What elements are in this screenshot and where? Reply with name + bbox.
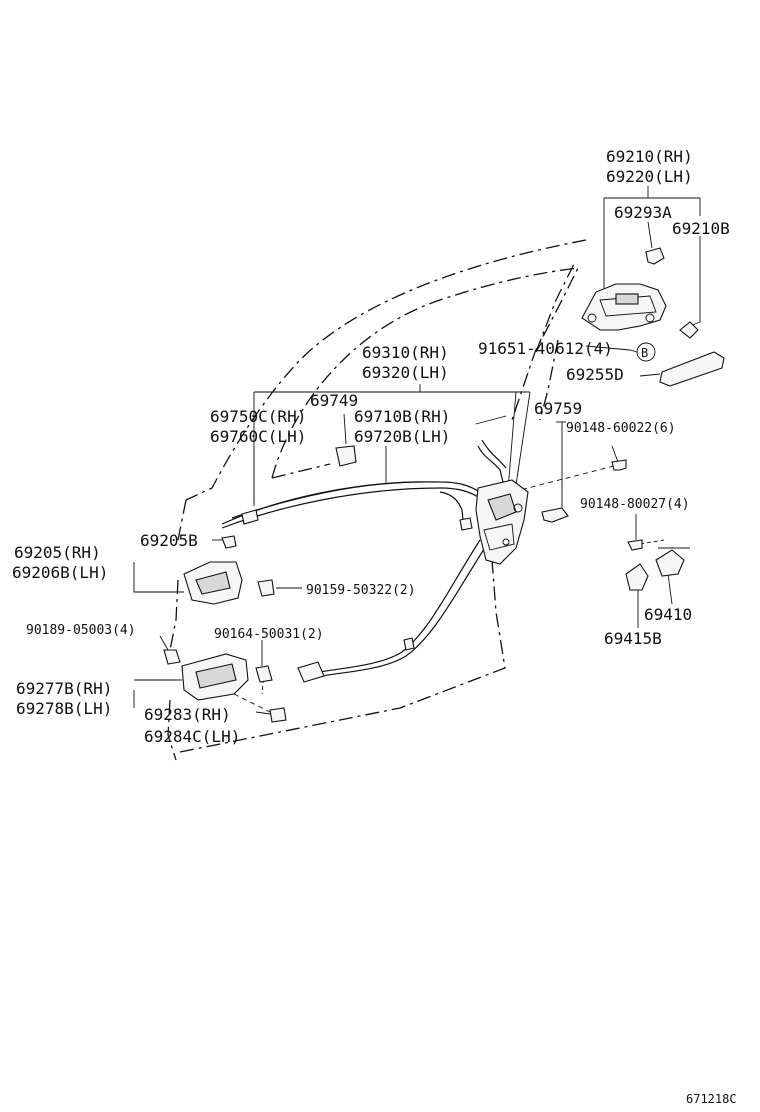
label-69283rh: 69283(RH): [144, 705, 231, 724]
label-69710brh: 69710B(RH): [354, 407, 450, 426]
cable-clip: [403, 637, 415, 651]
label-69210rh: 69210(RH): [606, 147, 693, 166]
parts: [163, 247, 725, 723]
door-outline: [167, 239, 587, 761]
label-69278blh: 69278B(LH): [16, 699, 112, 718]
cables: [221, 439, 507, 677]
label-90148-60022: 90148-60022(6): [566, 421, 676, 436]
label-90159: 90159-50322(2): [306, 583, 416, 598]
screw-90159: [257, 579, 275, 597]
outside-handle: [581, 283, 667, 331]
lock-part-69410: [655, 549, 685, 577]
inside-handle-bezel: [181, 653, 249, 701]
lock-part-69415b: [625, 563, 649, 591]
screw-90148-60022: [611, 459, 627, 471]
label-69293a: 69293A: [614, 203, 672, 222]
handle-clip-69205b: [221, 535, 237, 549]
cable-clip-upper: [241, 509, 259, 525]
label-marker-b: B: [641, 346, 648, 360]
label-69415b: 69415B: [604, 629, 662, 648]
screw-90164: [255, 665, 273, 683]
label-69410: 69410: [644, 605, 692, 624]
label-69277brh: 69277B(RH): [16, 679, 112, 698]
label-69320lh: 69320(LH): [362, 363, 449, 382]
label-69760clh: 69760C(LH): [210, 427, 306, 446]
clip-90189: [163, 649, 181, 665]
door-striker: [541, 507, 569, 523]
label-69720blh: 69720B(LH): [354, 427, 450, 446]
label-91651: 91651-40612(4): [478, 339, 613, 358]
door-lock-assembly: [475, 479, 529, 565]
screw-90148-80027: [627, 539, 643, 551]
cable-end-connector: [297, 661, 325, 683]
label-69750crh: 69750C(RH): [210, 407, 306, 426]
marker-b-circle: [636, 342, 656, 362]
label-69220lh: 69220(LH): [606, 167, 693, 186]
handle-cap: [679, 321, 699, 339]
label-69210b: 69210B: [672, 219, 730, 238]
callouts: 69210(RH) 69220(LH) 69293A 69210B 91651-…: [12, 147, 737, 1106]
label-69205rh: 69205(RH): [14, 543, 101, 562]
label-90164: 90164-50031(2): [214, 627, 324, 642]
lock-protector: [659, 351, 725, 387]
label-69749: 69749: [310, 391, 358, 410]
bezel-cap: [269, 707, 287, 723]
label-69310rh: 69310(RH): [362, 343, 449, 362]
diagram-code: 671218C: [686, 1092, 737, 1106]
inside-handle: [183, 561, 243, 605]
label-69284clh: 69284C(LH): [144, 727, 240, 746]
label-90148-80027: 90148-80027(4): [580, 497, 690, 512]
handle-clip: [645, 247, 665, 265]
label-69255d: 69255D: [566, 365, 624, 384]
label-69759: 69759: [534, 399, 582, 418]
label-69206blh: 69206B(LH): [12, 563, 108, 582]
label-69205b: 69205B: [140, 531, 198, 550]
cable-clamp: [335, 445, 357, 467]
label-90189: 90189-05003(4): [26, 623, 136, 638]
cable-end-upper: [459, 517, 473, 531]
